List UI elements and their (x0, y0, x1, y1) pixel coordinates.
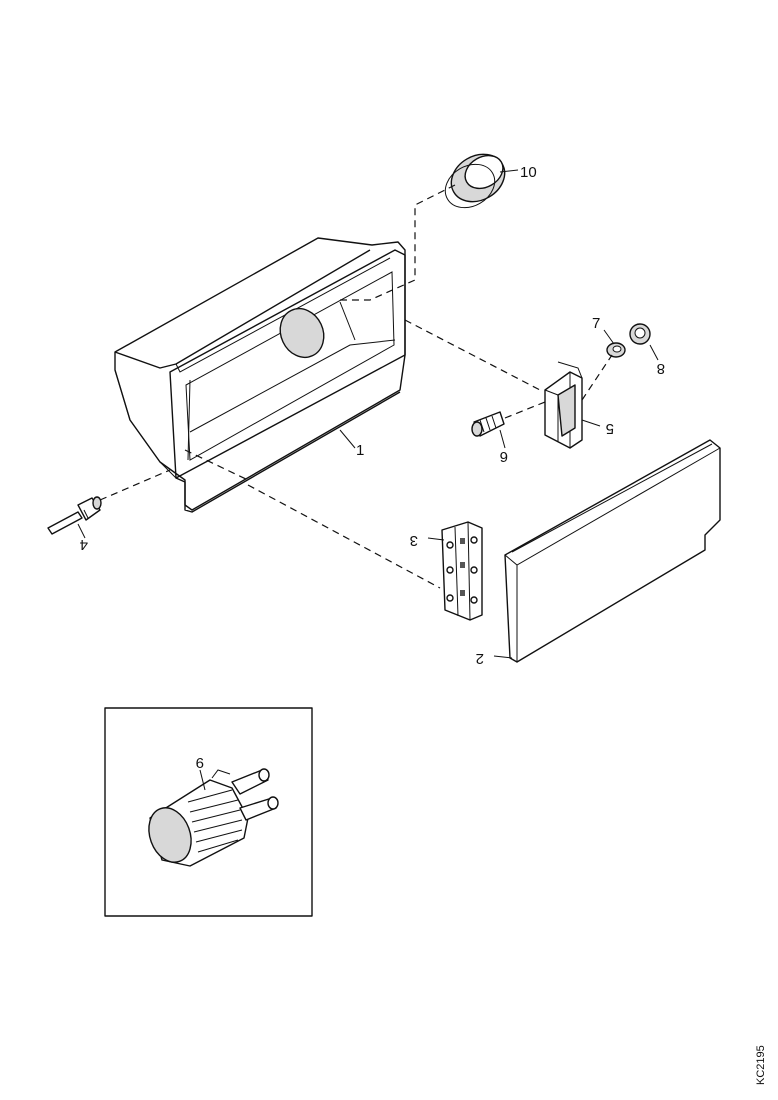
lamp-socket (148, 768, 279, 867)
label-part-5: 5 (606, 420, 614, 437)
label-part-6: 6 (500, 448, 508, 465)
label-part-9: 9 (196, 754, 204, 771)
label-part-1: 1 (356, 442, 364, 459)
spring-screw (471, 411, 505, 437)
inset-box: 9 (104, 707, 313, 917)
hinge (441, 521, 483, 621)
label-part-7: 7 (592, 315, 600, 332)
nut (606, 342, 626, 358)
label-part-8: 8 (657, 360, 665, 377)
assembly-lines (99, 184, 613, 589)
cap (629, 323, 651, 345)
part-labels: 10 1 5 6 7 8 4 3 2 (80, 164, 665, 667)
rivet-pin (47, 496, 102, 535)
bin-door (504, 439, 721, 663)
label-part-10: 10 (520, 164, 537, 181)
reference-code: KC2195 (755, 1045, 767, 1085)
label-part-4: 4 (80, 536, 88, 553)
latch-body (544, 361, 583, 449)
bin-housing (114, 237, 406, 513)
label-part-2: 2 (476, 650, 484, 667)
lamp-lens (444, 153, 506, 209)
leader-lines (77, 169, 659, 659)
label-part-3: 3 (410, 532, 418, 549)
